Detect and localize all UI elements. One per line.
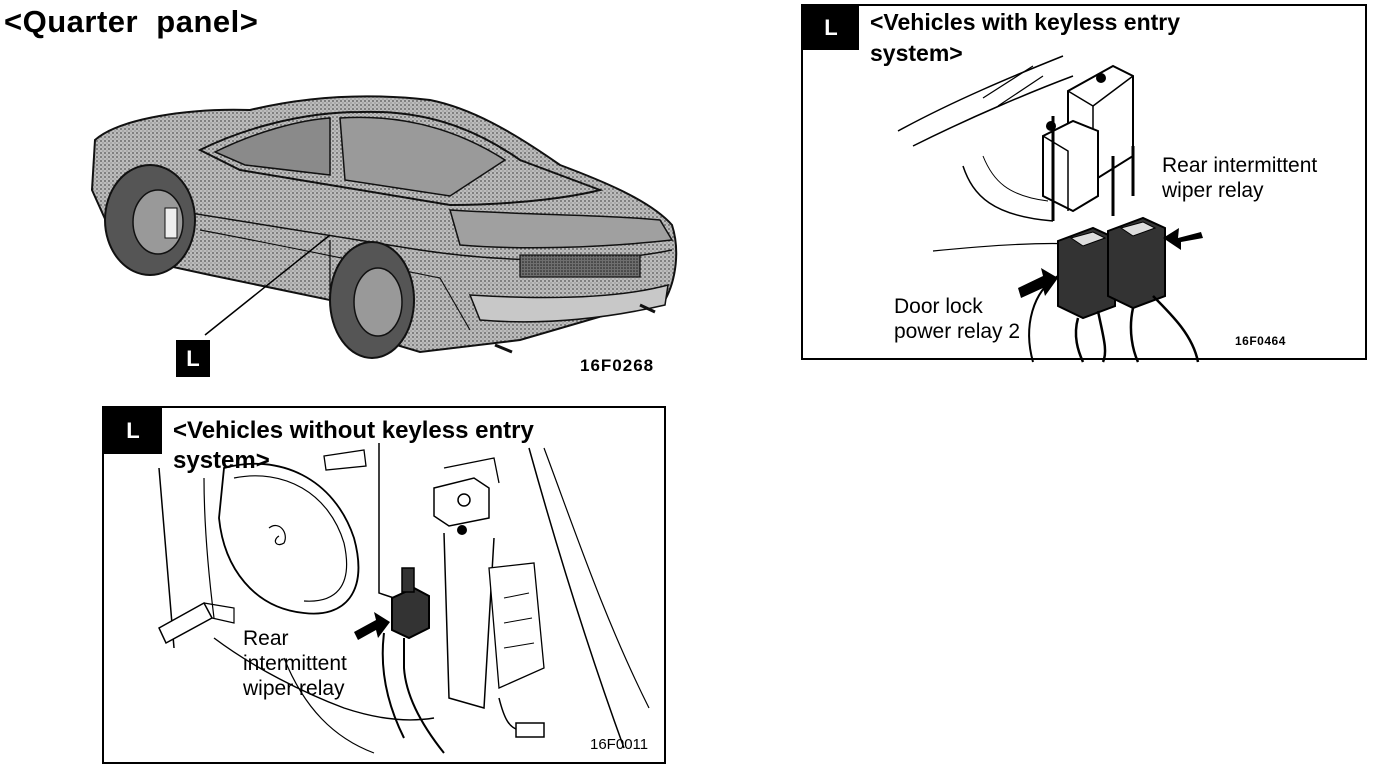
panel-with-keyless-entry: L <Vehicles with keyless entry system> R… [801,4,1367,363]
arrow-wiper-relay [354,612,390,640]
relay-illustration-keyless [897,55,1203,363]
panel-tag: L [803,6,859,50]
figure-code: 16F0464 [1235,334,1286,348]
location-tag: L [176,340,210,377]
car-illustration [90,95,678,359]
callout-wiper-relay-line1: Rear [243,627,289,650]
section-title: <Quarter panel> [4,4,259,39]
location-leader-line [204,234,331,336]
panel-heading-line1: <Vehicles without keyless entry [173,417,534,444]
panel-heading-line2: system> [173,447,270,474]
figure-code: 16F0268 [580,356,655,375]
figure-code: 16F0011 [590,736,649,753]
callout-door-lock-line1: Door lock [894,295,983,318]
arrow-wiper-relay [1163,228,1203,250]
arrow-door-lock-relay [1018,268,1058,298]
callout-door-lock-line2: power relay 2 [894,320,1021,343]
callout-wiper-relay-line2: intermittent [243,652,347,675]
panel-tag: L [104,408,162,454]
callout-wiper-relay-line1: Rear intermittent [1162,154,1318,177]
callout-wiper-relay-line2: wiper relay [1162,179,1264,202]
panel-without-keyless-entry: L <Vehicles without keyless entry system… [102,406,666,764]
car-overview-figure [0,0,700,400]
rear-window [339,116,507,197]
relay-illustration-no-keyless [158,443,650,754]
callout-wiper-relay-line3: wiper relay [243,677,345,700]
side-window [213,117,331,176]
panel-heading-line1: <Vehicles with keyless entry [870,9,1181,35]
panel-heading-line2: system> [870,40,963,66]
